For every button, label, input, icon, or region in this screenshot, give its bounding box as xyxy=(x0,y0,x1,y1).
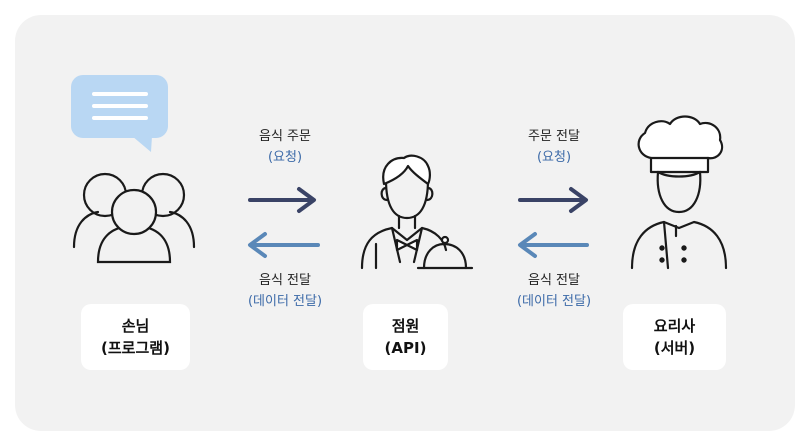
caption-order: 음식 주문 (요청) xyxy=(205,126,365,168)
node-chef: 요리사 (서버) xyxy=(623,304,726,370)
node-customer-subtitle: (프로그램) xyxy=(101,339,170,357)
node-customer-title: 손님 xyxy=(121,317,150,335)
node-waiter-subtitle: (API) xyxy=(384,339,427,357)
node-waiter-title: 점원 xyxy=(391,317,420,335)
caption-order-line2: (요청) xyxy=(267,150,303,165)
node-chef-subtitle: (서버) xyxy=(653,339,696,357)
caption-food-waiter: 음식 전달 (데이터 전달) xyxy=(474,270,634,312)
caption-order-relay-line2: (요청) xyxy=(536,150,572,165)
node-waiter: 점원 (API) xyxy=(363,304,448,370)
node-chef-title: 요리사 xyxy=(653,317,696,335)
caption-food-waiter-line1: 음식 전달 xyxy=(528,273,580,288)
caption-order-relay: 주문 전달 (요청) xyxy=(474,126,634,168)
caption-food-customer-line2: (데이터 전달) xyxy=(247,294,323,309)
caption-order-relay-line1: 주문 전달 xyxy=(528,129,580,144)
caption-order-line1: 음식 주문 xyxy=(259,129,311,144)
node-customer: 손님 (프로그램) xyxy=(81,304,190,370)
caption-food-customer-line1: 음식 전달 xyxy=(259,273,311,288)
caption-food-waiter-line2: (데이터 전달) xyxy=(516,294,592,309)
caption-food-customer: 음식 전달 (데이터 전달) xyxy=(205,270,365,312)
